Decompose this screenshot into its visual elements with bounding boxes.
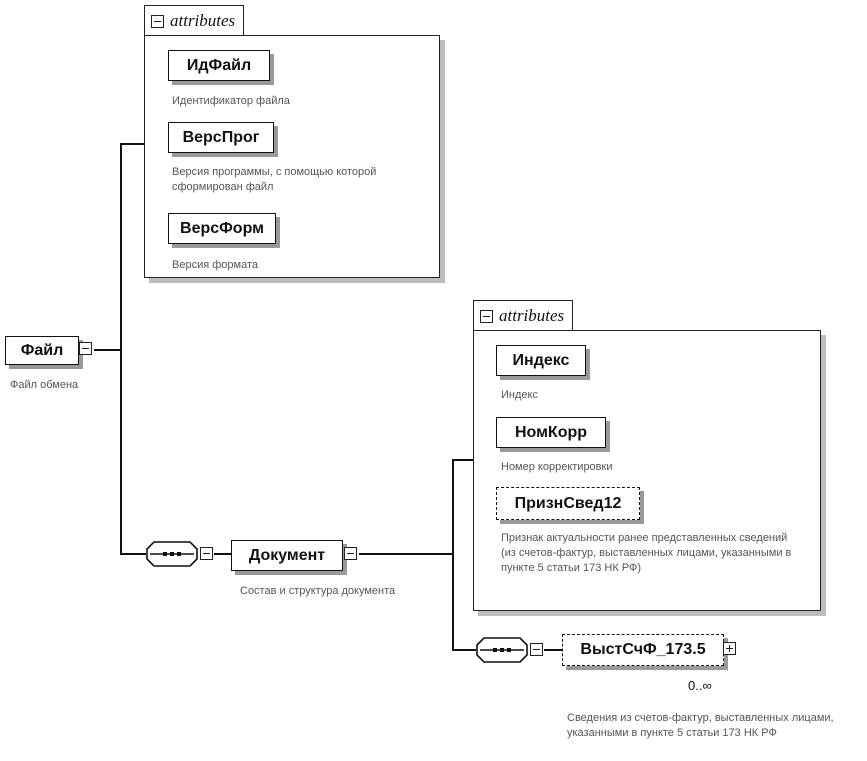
document-collapse-toggle[interactable]: [344, 547, 357, 560]
attribute-node-versform[interactable]: ВерсФорм: [168, 213, 276, 244]
root-collapse-toggle[interactable]: [79, 342, 92, 355]
sequence-compositor-icon[interactable]: [146, 541, 198, 567]
root-element-node[interactable]: Файл: [5, 336, 79, 365]
connector-to-file-attributes: [120, 143, 144, 145]
attribute-description: Признак актуальности ранее представленны…: [501, 532, 792, 574]
connector-document-trunk-v: [452, 459, 454, 649]
connector-to-sequence-1: [120, 553, 146, 555]
attribute-description: Номер корректировки: [501, 461, 613, 473]
child-element-description: Сведения из счетов-фактур, выставленных …: [567, 712, 834, 739]
attribute-description: Версия программы, с помощью которой сфор…: [172, 166, 377, 193]
document-attributes-tab[interactable]: attributes: [473, 300, 574, 331]
document-attributes-header: attributes: [499, 306, 565, 325]
attribute-node-nomkorr[interactable]: НомКорр: [496, 417, 606, 448]
document-attributes-box: [473, 330, 821, 611]
root-element-label: Файл: [20, 341, 64, 359]
attribute-label: ВерсФорм: [180, 219, 264, 237]
attribute-node-versprog[interactable]: ВерсПрог: [168, 122, 274, 153]
child-expand-toggle[interactable]: [723, 642, 736, 655]
child-multiplicity: 0..∞: [688, 678, 712, 693]
child-element-node[interactable]: ВыстСчФ_173.5: [562, 634, 724, 666]
attribute-node-index[interactable]: Индекс: [496, 345, 586, 376]
connector-to-sequence-2: [452, 649, 476, 651]
sequence-collapse-toggle[interactable]: [200, 547, 213, 560]
connector-document-out: [359, 553, 452, 555]
attribute-label: НомКорр: [514, 423, 588, 441]
attribute-label: Индекс: [512, 351, 570, 369]
child-element-label: ВыстСчФ_173.5: [580, 641, 706, 658]
collapse-minus-icon[interactable]: [480, 309, 493, 323]
attribute-description: Индекс: [501, 389, 538, 401]
collapse-minus-icon[interactable]: [151, 14, 164, 28]
document-element-node[interactable]: Документ: [231, 540, 343, 571]
attribute-label: ПризнСвед12: [514, 494, 622, 512]
attribute-description: Версия формата: [172, 259, 258, 271]
connector-root-trunk-v: [120, 143, 122, 553]
document-element-label: Документ: [248, 546, 326, 564]
attribute-label: ИдФайл: [186, 56, 252, 74]
sequence-compositor-icon[interactable]: [476, 637, 528, 663]
connector-seq1-to-document: [214, 553, 231, 555]
file-attributes-header: attributes: [170, 11, 236, 30]
root-element-description: Файл обмена: [10, 379, 79, 391]
file-attributes-tab[interactable]: attributes: [144, 5, 245, 36]
attribute-label: ВерсПрог: [182, 128, 260, 146]
attribute-node-idfile[interactable]: ИдФайл: [168, 50, 270, 81]
connector-to-document-attributes: [452, 459, 473, 461]
document-element-description: Состав и структура документа: [240, 585, 396, 597]
sequence-collapse-toggle[interactable]: [530, 643, 543, 656]
attribute-description: Идентификатор файла: [172, 95, 290, 107]
connector-root-trunk-h: [94, 349, 120, 351]
attribute-node-priznsved12[interactable]: ПризнСвед12: [496, 487, 640, 520]
connector-seq2-to-child: [544, 649, 562, 651]
